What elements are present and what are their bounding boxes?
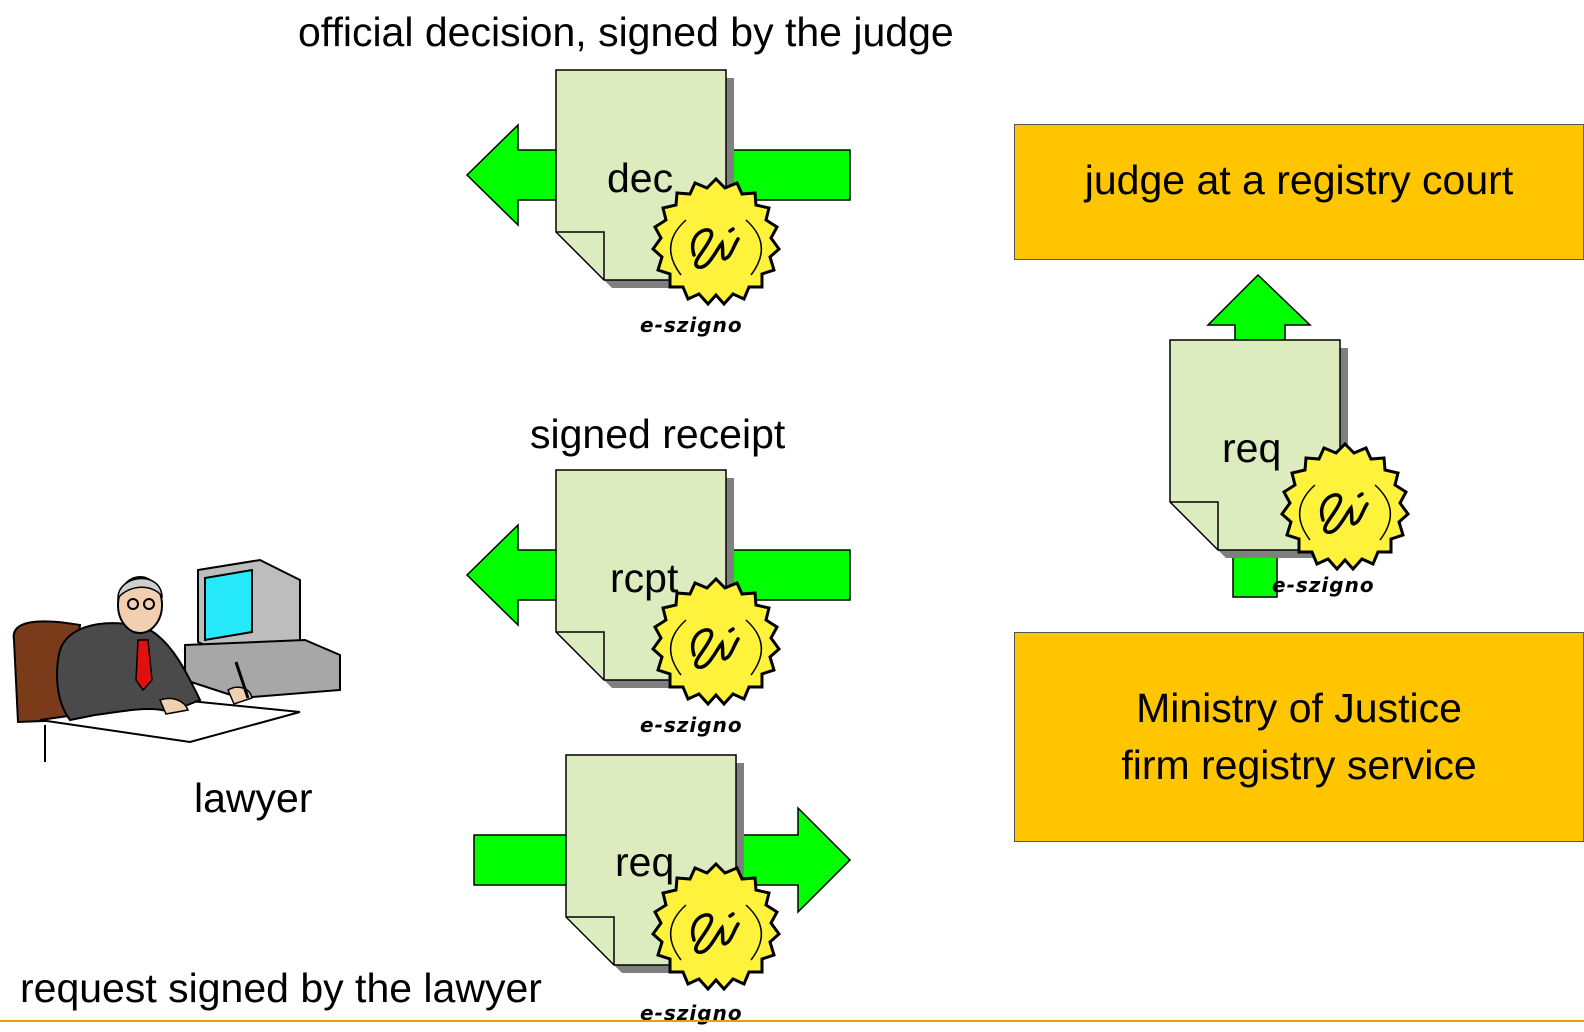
receipt-brand-label: e-szigno: [640, 713, 743, 737]
ministry-line-1: Ministry of Justice: [1136, 684, 1462, 731]
request-arrow-up: [1206, 273, 1312, 346]
upward-request-brand-label: e-szigno: [1272, 573, 1375, 597]
lawyer-body-icon: [56, 622, 202, 722]
tie-icon: [135, 639, 153, 692]
receipt-doc-label: rcpt: [610, 555, 679, 601]
request-caption: request signed by the lawyer: [20, 965, 542, 1011]
computer-monitor-icon: [184, 558, 341, 700]
request-arrow-tail: [473, 834, 575, 886]
upward-request-doc-label: req: [1222, 425, 1281, 471]
upward-request: req e-szigno: [1169, 273, 1410, 598]
lawyer-head-icon: [117, 576, 163, 634]
decision-doc-label: dec: [607, 155, 673, 201]
lawyer-caption: lawyer: [194, 775, 313, 821]
receipt-arrow-left: [465, 523, 561, 627]
request-doc-label: req: [615, 839, 674, 885]
decision-row: dec e-szigno: [465, 69, 851, 337]
decision-arrow-left: [465, 123, 561, 227]
receipt-row: rcpt e-szigno: [465, 469, 851, 737]
ministry-box-text: Ministry of Justice firm registry servic…: [1121, 680, 1476, 795]
decision-brand-label: e-szigno: [640, 313, 743, 337]
request-row: req e-szigno: [473, 754, 852, 1025]
decision-caption: official decision, signed by the judge: [298, 9, 954, 55]
pen-icon: [234, 661, 250, 699]
footer-rule: [0, 1020, 1584, 1022]
judge-box-label: judge at a registry court: [1084, 157, 1514, 204]
receipt-caption: signed receipt: [530, 411, 786, 457]
ministry-line-2: firm registry service: [1121, 742, 1477, 788]
lawyer-illustration: [12, 558, 341, 762]
judge-box: judge at a registry court: [1014, 124, 1584, 260]
